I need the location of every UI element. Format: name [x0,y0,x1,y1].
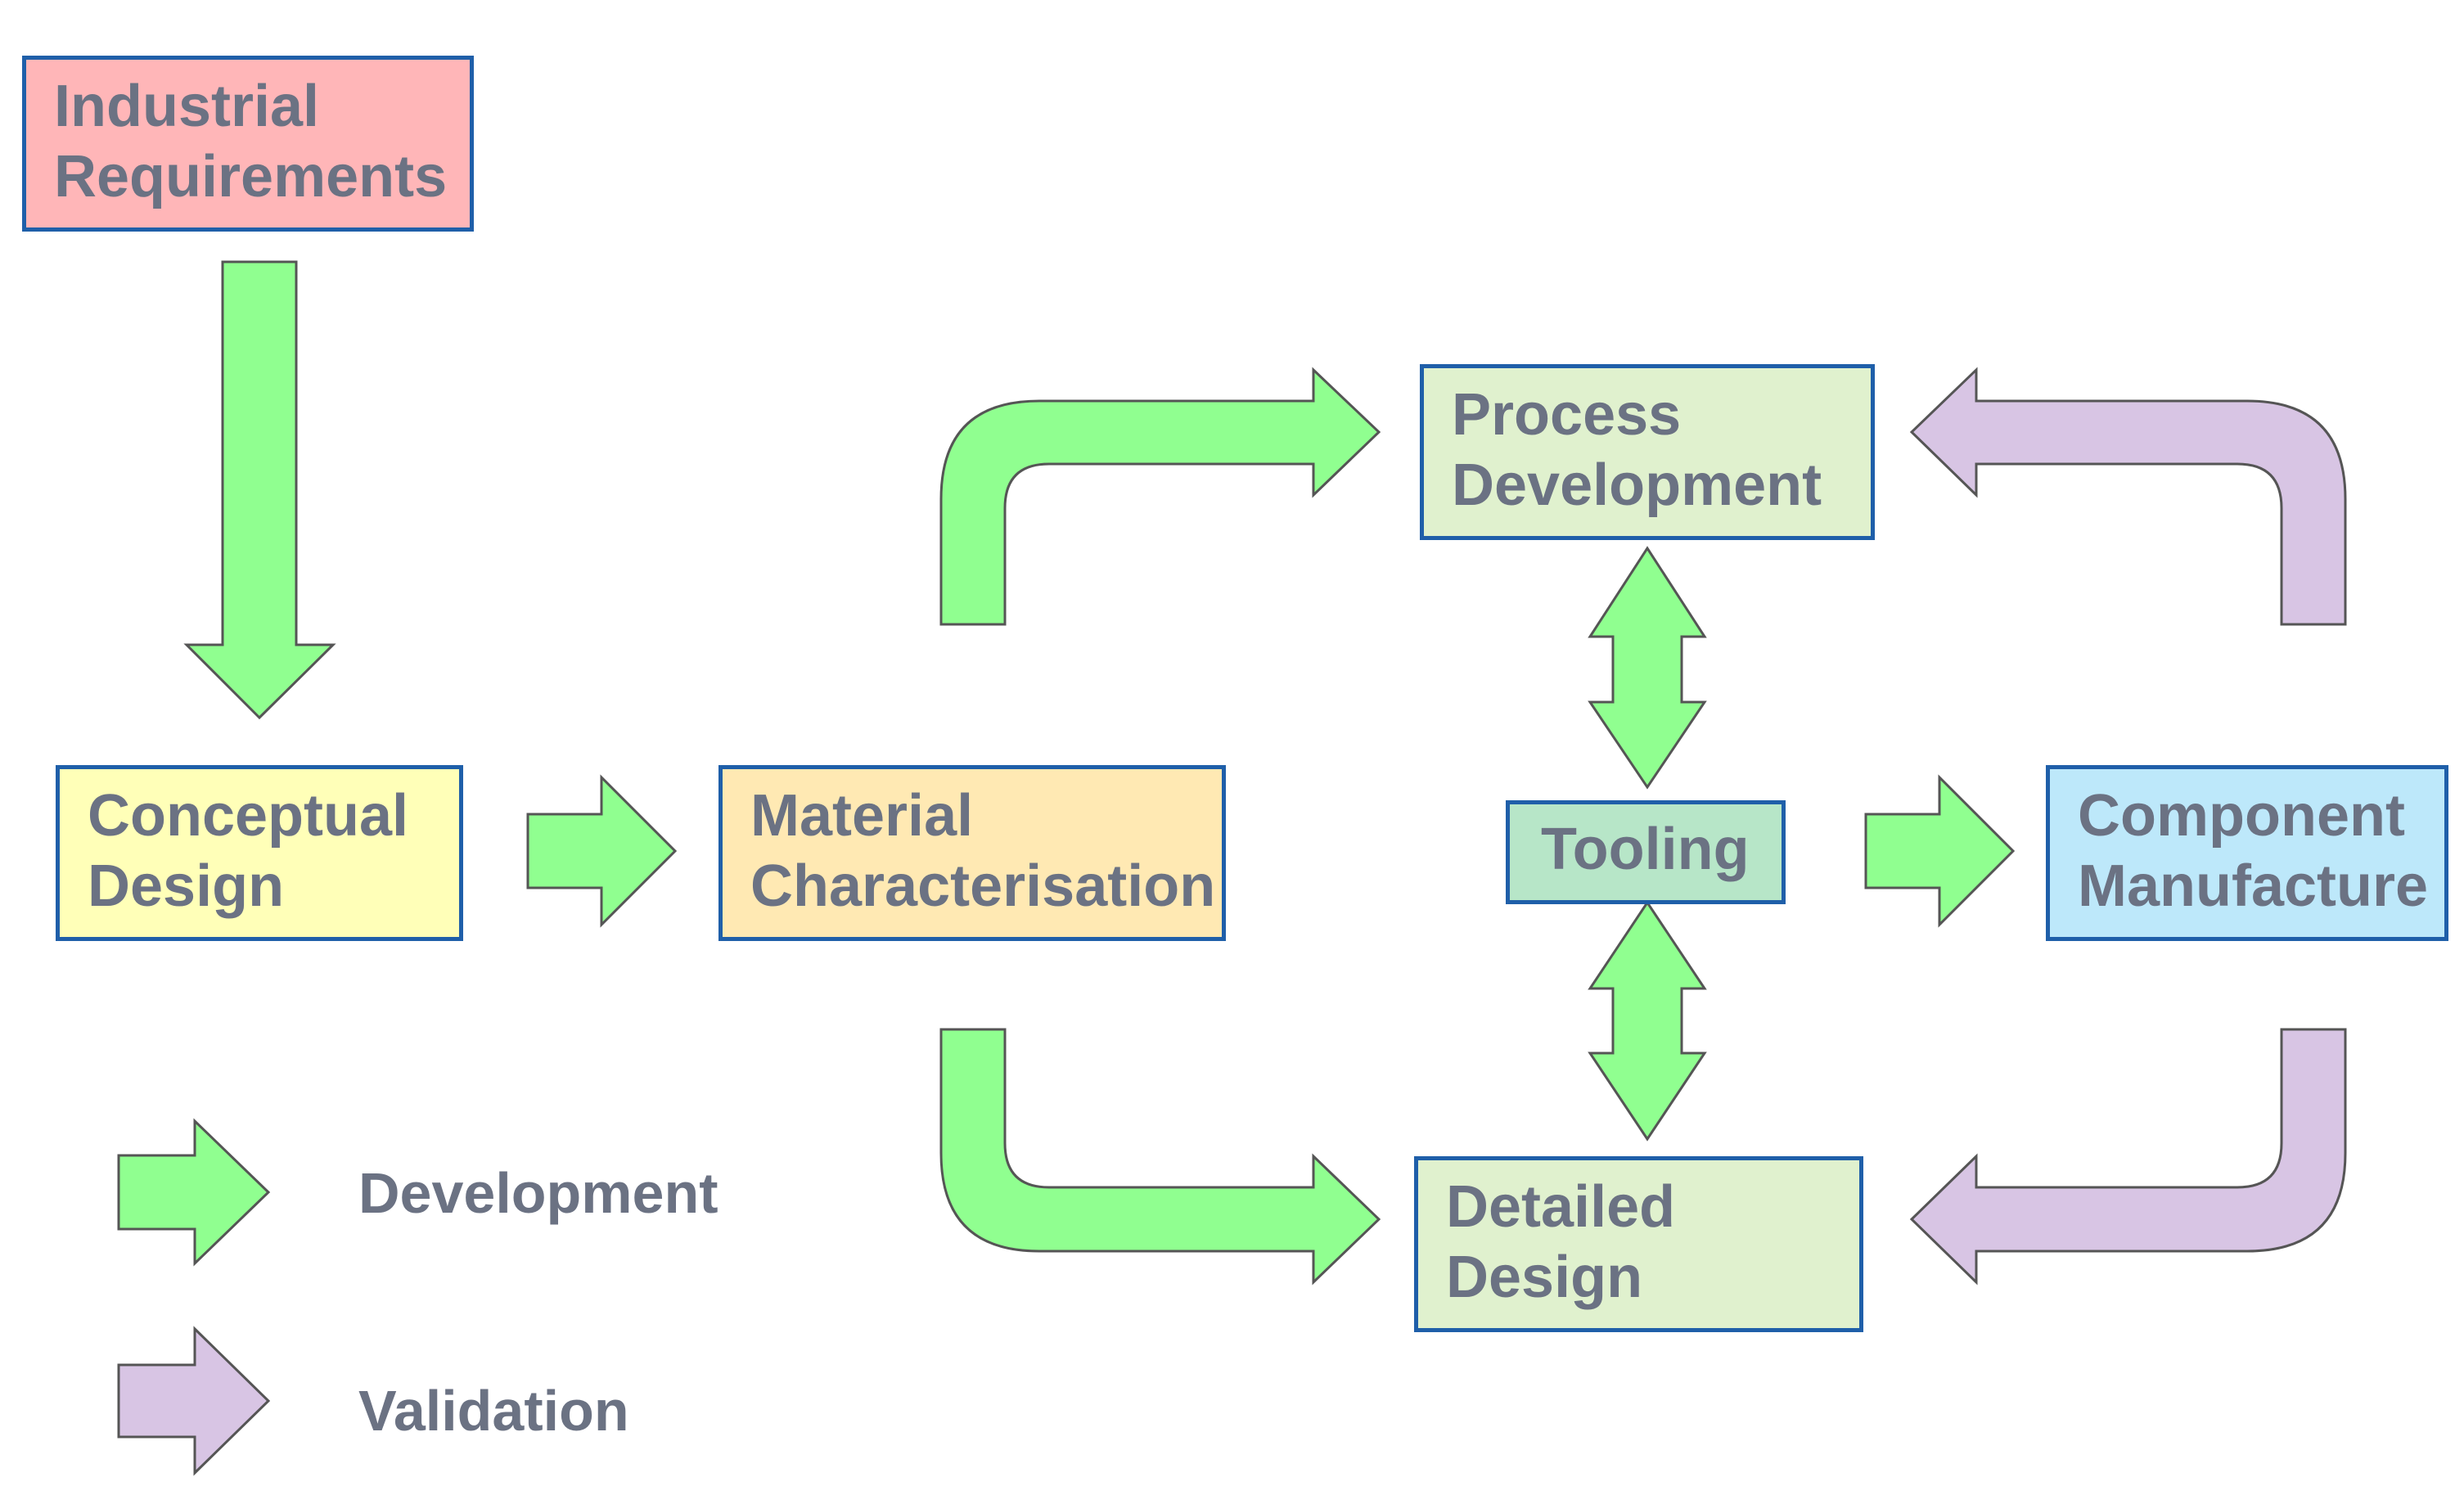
double-arrow-tooling-detailed [1588,900,1707,1142]
validation-arrow-component-to-process [1909,367,2347,626]
node-process-development-line1: Process [1452,382,1682,448]
double-arrow-process-tooling [1588,546,1707,790]
node-detailed-design: Detailed Design [1414,1156,1863,1332]
node-material-characterisation-line2: Characterisation [750,853,1216,919]
node-material-characterisation: Material Characterisation [718,765,1226,941]
node-process-development: Process Development [1420,364,1875,540]
right-arrow-tooling-to-component [1864,774,2016,928]
legend-development-arrow [117,1118,271,1267]
node-tooling: Tooling [1506,800,1786,904]
node-process-development-line2: Development [1452,453,1822,518]
node-conceptual-design-line1: Conceptual [88,783,409,849]
node-industrial-requirements-line2: Requirements [54,144,448,209]
node-detailed-design-line1: Detailed [1446,1174,1676,1240]
legend-validation-arrow [117,1326,271,1476]
node-tooling-line1: Tooling [1541,817,1750,882]
node-industrial-requirements: Industrial Requirements [22,56,474,232]
legend-validation-label: Validation [358,1379,629,1443]
node-component-manufacture-line2: Manufacture [2078,853,2429,919]
node-conceptual-design-line2: Design [88,853,285,919]
node-component-manufacture: Component Manufacture [2046,765,2448,941]
node-material-characterisation-line1: Material [750,783,974,849]
down-arrow-requirements-to-conceptual [183,260,336,720]
node-component-manufacture-line1: Component [2078,783,2405,849]
node-detailed-design-line2: Design [1446,1245,1643,1310]
validation-arrow-component-to-detailed [1909,1028,2347,1286]
right-arrow-conceptual-to-material [526,774,678,928]
bent-arrow-material-to-process [939,367,1381,626]
node-industrial-requirements-line1: Industrial [54,74,320,139]
node-conceptual-design: Conceptual Design [56,765,463,941]
legend-development-label: Development [358,1161,718,1225]
bent-arrow-material-to-detailed [939,1028,1381,1286]
